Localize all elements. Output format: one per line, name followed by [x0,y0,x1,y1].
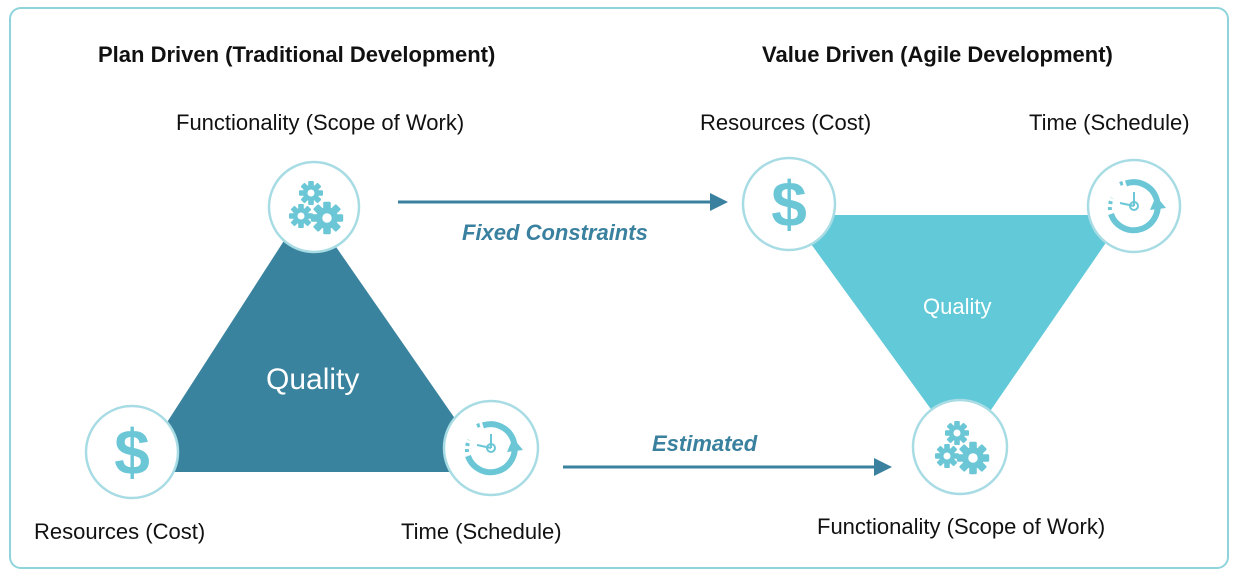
left-quality-triangle [135,205,492,472]
left-time-label: Time (Schedule) [401,519,562,544]
right-bottom-gears-icon [911,398,1009,496]
left-dollar-icon [84,404,180,500]
right-dollar-icon [741,156,837,252]
right-resources-label: Resources (Cost) [700,110,872,135]
right-title: Value Driven (Agile Development) [762,42,1113,67]
left-functionality-label: Functionality (Scope of Work) [176,110,465,135]
right-quality-triangle [790,215,1125,452]
left-quality-text: Quality [266,363,360,396]
diagram-frame [9,7,1229,569]
estimated-label: Estimated [652,431,758,456]
right-functionality-label: Functionality (Scope of Work) [817,514,1106,539]
fixed-constraints-label: Fixed Constraints [462,220,648,245]
right-time-label: Time (Schedule) [1029,110,1190,135]
left-resources-label: Resources (Cost) [34,519,206,544]
right-quality-text: Quality [923,294,992,319]
fixed-constraints-arrow [398,193,728,211]
right-clock-icon [1086,158,1182,254]
estimated-arrow [563,458,892,476]
left-title: Plan Driven (Traditional Development) [98,42,496,67]
left-clock-icon [442,399,540,497]
left-top-gears-icon [267,160,361,254]
